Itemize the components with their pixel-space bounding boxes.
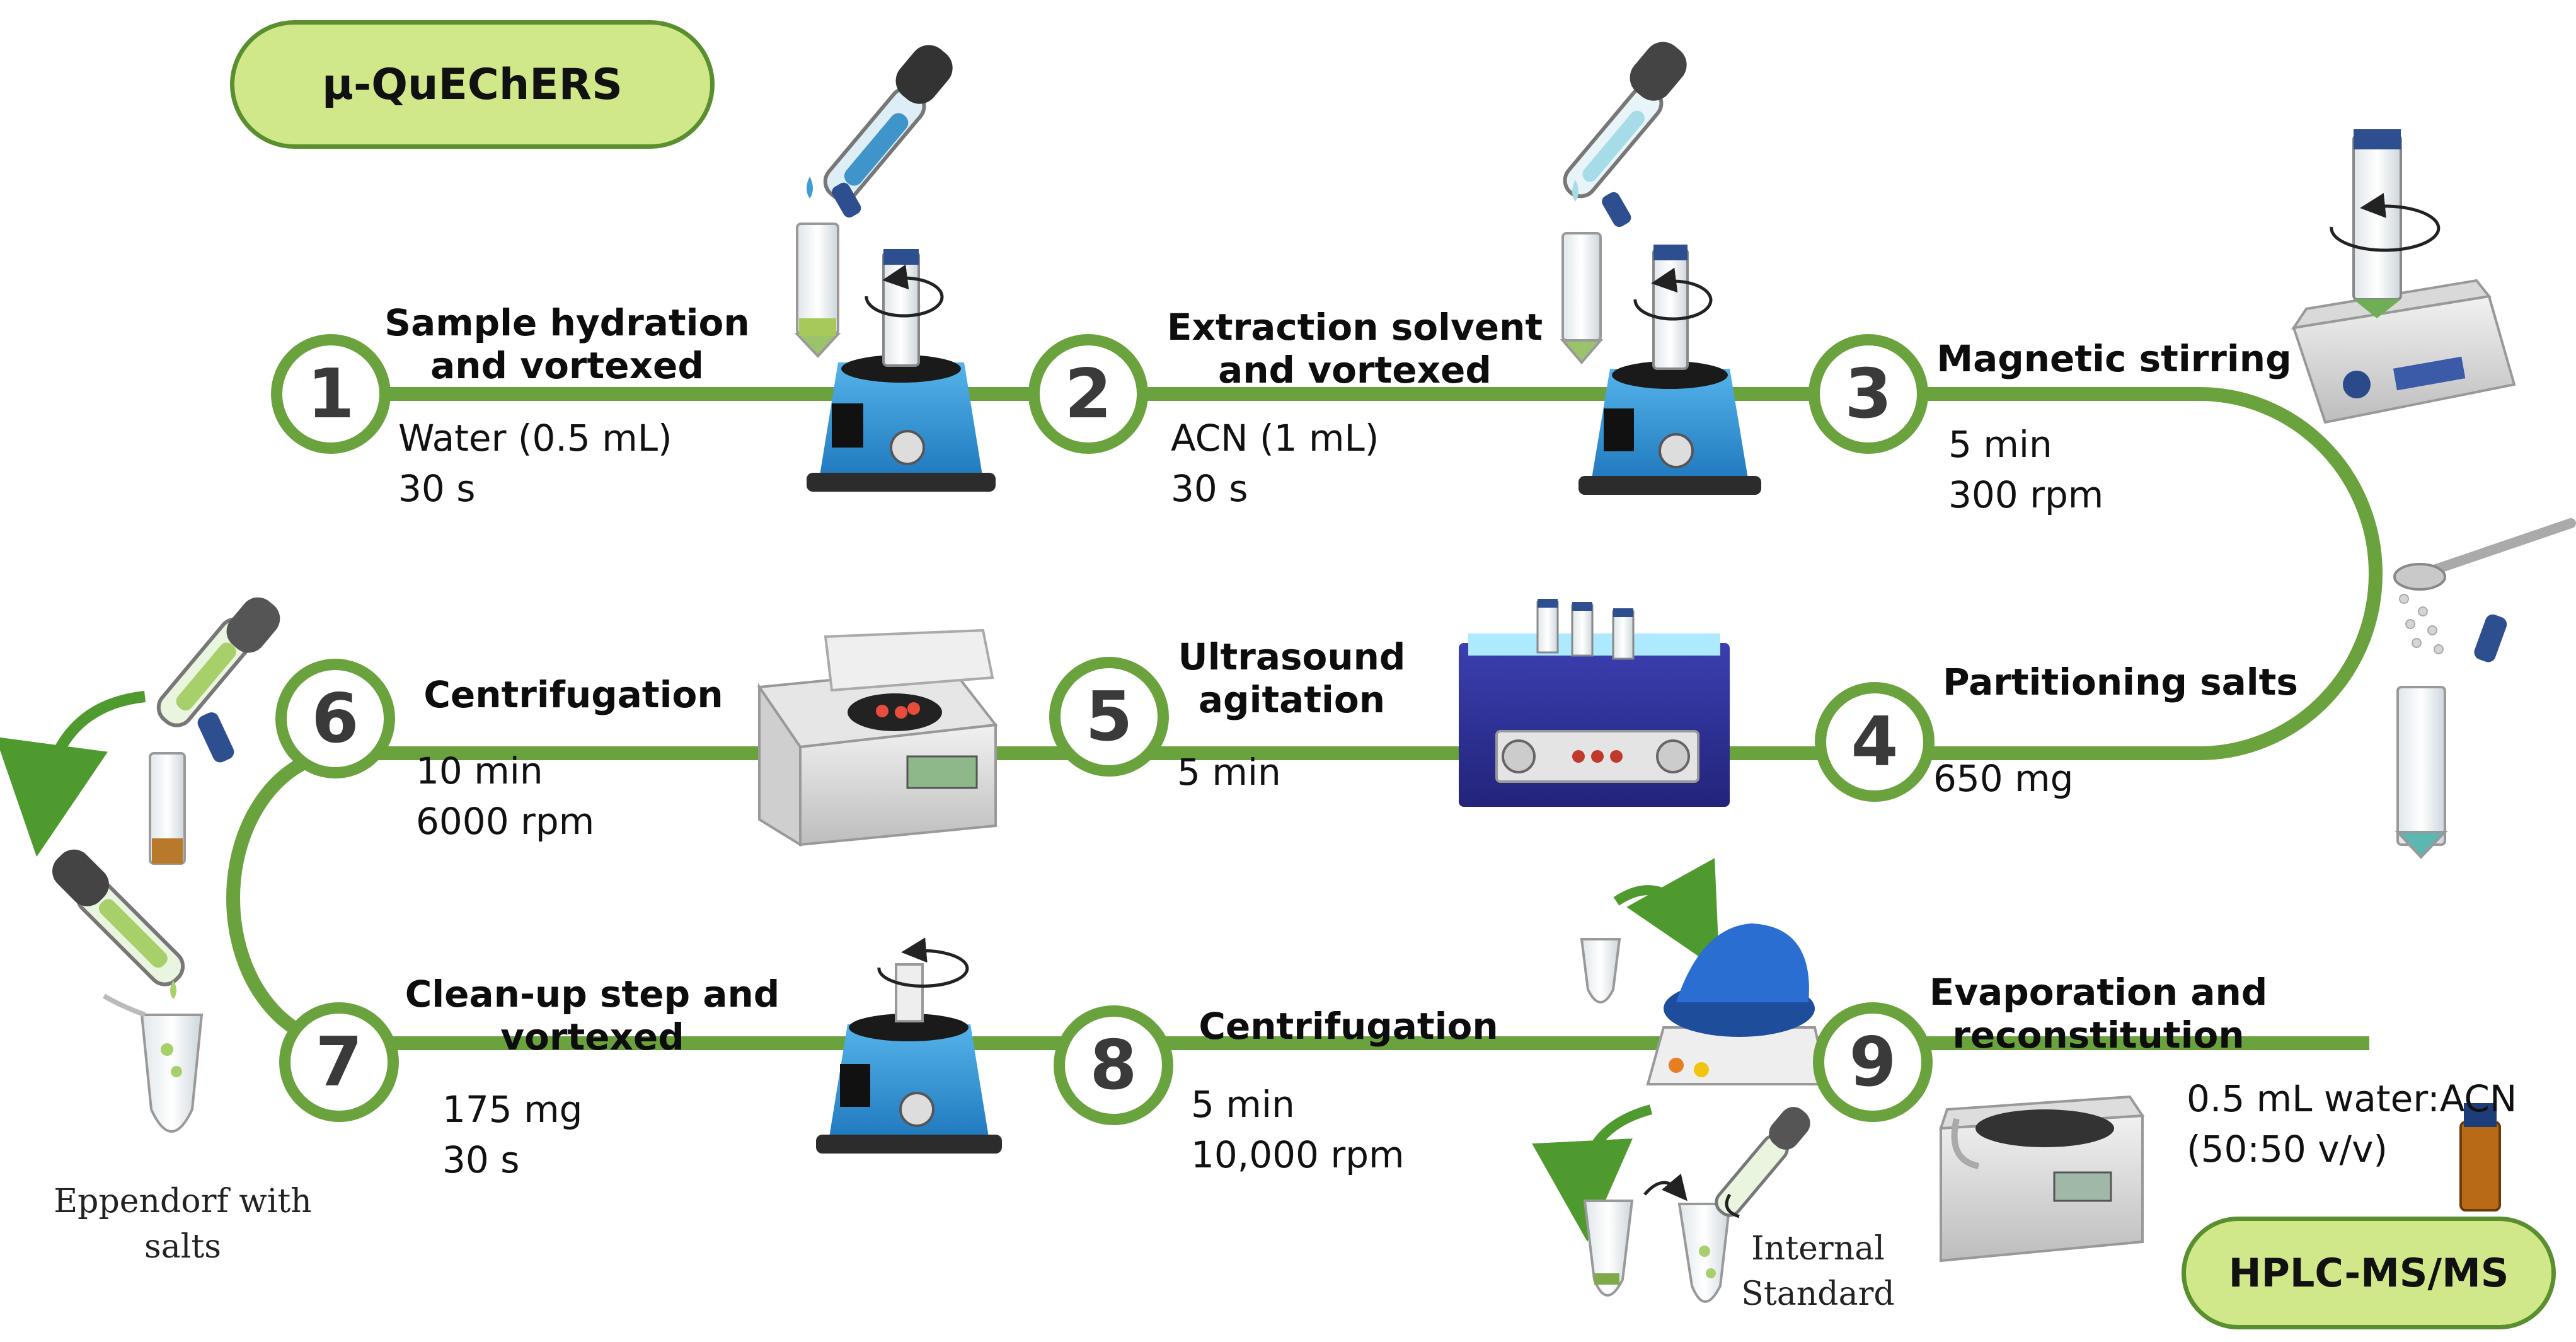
step-3-title: Magnetic stirring xyxy=(1936,337,2292,380)
vial-icon xyxy=(2459,1103,2501,1212)
step-8-title: Centrifugation xyxy=(1199,1005,1498,1048)
step-2-params: ACN (1 mL)30 s xyxy=(1171,417,1379,510)
centrifuge-icon xyxy=(757,628,998,847)
cap-icon xyxy=(1602,192,1631,228)
step-badge-7: 7 xyxy=(279,1002,399,1122)
method-label: µ-QuEChERS xyxy=(321,59,623,110)
falcon-tube-icon xyxy=(149,752,186,865)
analysis-label: HPLC-MS/MS xyxy=(2228,1250,2509,1296)
method-label-pill: µ-QuEChERS xyxy=(230,20,715,149)
analysis-label-pill: HPLC-MS/MS xyxy=(2182,1217,2556,1329)
pipette-icon xyxy=(807,45,953,202)
eppendorf-tube-icon xyxy=(1677,1203,1732,1303)
eppendorf-tube-icon xyxy=(1580,938,1621,1004)
step-9-params: 0.5 mL water:ACN(50:50 v/v) xyxy=(2187,1077,2517,1171)
pipette-icon xyxy=(1715,1107,1810,1217)
pipette-icon xyxy=(52,849,185,999)
falcon-tube-icon xyxy=(2395,686,2448,859)
spatula-icon xyxy=(2393,518,2576,591)
step-badge-4: 4 xyxy=(1815,682,1935,802)
vortex-mixer-icon xyxy=(1578,245,1761,495)
step-badge-6: 6 xyxy=(275,659,395,778)
rotation-arrow-icon xyxy=(865,264,944,318)
step-4-params: 650 mg xyxy=(1933,757,2074,800)
step-5-params: 5 min xyxy=(1177,751,1281,794)
step-badge-5: 5 xyxy=(1049,657,1169,777)
eppendorf-tube-icon xyxy=(102,993,204,1133)
pipette-icon xyxy=(1563,42,1687,202)
workflow-path xyxy=(226,387,2383,1050)
step-badge-1: 1 xyxy=(271,334,391,454)
ultrasonic-bath-icon xyxy=(1459,599,1730,807)
rotation-arrow-icon xyxy=(2330,193,2441,252)
evaporator-icon xyxy=(1939,1095,2145,1263)
step-badge-2: 2 xyxy=(1028,334,1148,454)
vortex-mixer-icon xyxy=(807,249,996,492)
curved-arrow-icon xyxy=(1532,1104,1653,1242)
falcon-tube-icon xyxy=(1560,232,1604,365)
step-badge-9: 9 xyxy=(1813,1002,1933,1122)
salt-granules-icon xyxy=(2399,594,2444,654)
curved-arrow-icon xyxy=(0,691,146,857)
falcon-tube-icon xyxy=(794,223,841,358)
magnetic-stirrer-icon xyxy=(2291,129,2516,424)
rotation-arrow-icon xyxy=(1633,267,1713,321)
small-arrow-icon xyxy=(1643,1173,1740,1218)
eppendorf-tube-icon xyxy=(1583,1200,1634,1297)
vortex-mixer-icon xyxy=(816,963,1002,1154)
step-1-params: Water (0.5 mL)30 s xyxy=(398,417,672,510)
cap-icon xyxy=(832,182,861,218)
step-badge-8: 8 xyxy=(1054,1005,1173,1125)
cap-icon xyxy=(197,712,234,763)
curved-arrow-icon xyxy=(1613,858,1720,971)
cap-icon xyxy=(2474,614,2507,662)
micro-centrifuge-icon xyxy=(1646,923,1829,1085)
rotation-arrow-icon xyxy=(877,937,969,988)
step-badge-3: 3 xyxy=(1808,334,1928,454)
step-6-title: Centrifugation xyxy=(423,673,723,716)
pipette-icon xyxy=(156,597,280,727)
step-4-title: Partitioning salts xyxy=(1943,661,2298,703)
